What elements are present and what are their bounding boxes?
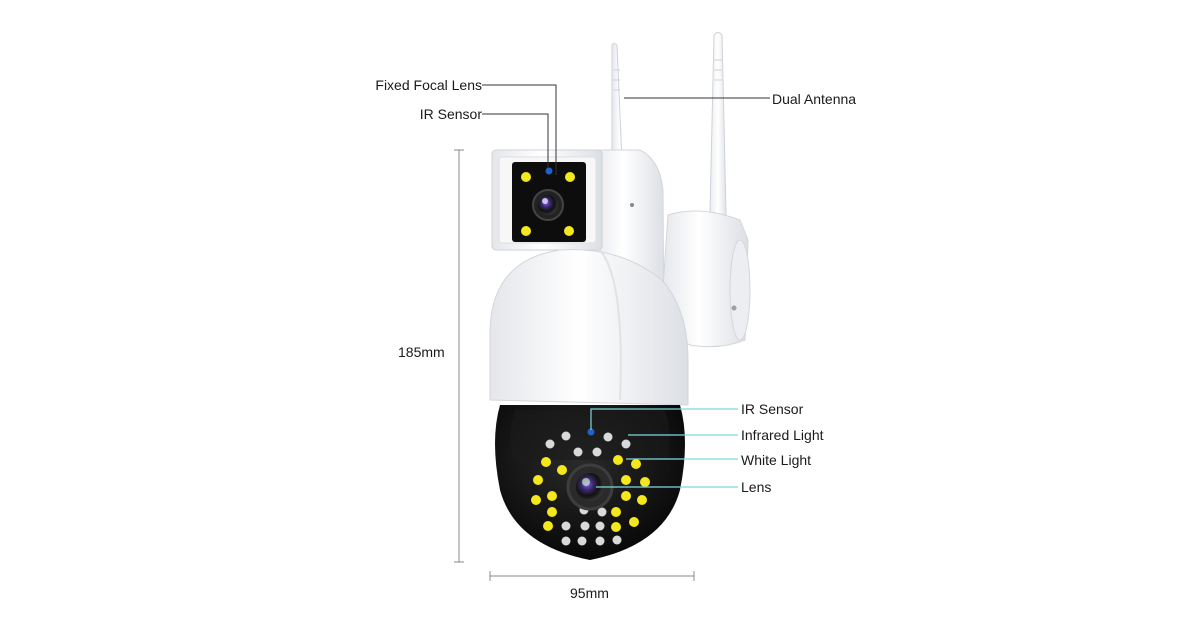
label-infrared-light: Infrared Light xyxy=(741,427,824,443)
label-dual-antenna: Dual Antenna xyxy=(772,91,857,107)
callout-lines-bottom xyxy=(590,408,738,488)
label-ir-sensor-bottom: IR Sensor xyxy=(741,401,804,417)
camera-dome-housing xyxy=(489,249,689,406)
label-fixed-focal-lens: Fixed Focal Lens xyxy=(375,77,482,93)
label-ir-sensor-top: IR Sensor xyxy=(419,106,482,122)
wall-mount xyxy=(659,210,751,348)
height-dimension-line xyxy=(454,149,464,563)
width-dimension-line xyxy=(489,571,695,581)
dimension-height: 185mm xyxy=(398,344,445,360)
label-lens: Lens xyxy=(741,479,772,495)
callout-lines-top xyxy=(482,84,770,175)
fixed-focal-lens-icon xyxy=(532,189,564,221)
bottom-ir-sensor xyxy=(587,428,595,436)
dimension-width: 95mm xyxy=(570,585,609,601)
top-ir-sensor xyxy=(545,167,553,175)
top-white-leds xyxy=(521,172,575,236)
label-white-light: White Light xyxy=(741,452,812,468)
white-leds xyxy=(531,455,650,532)
